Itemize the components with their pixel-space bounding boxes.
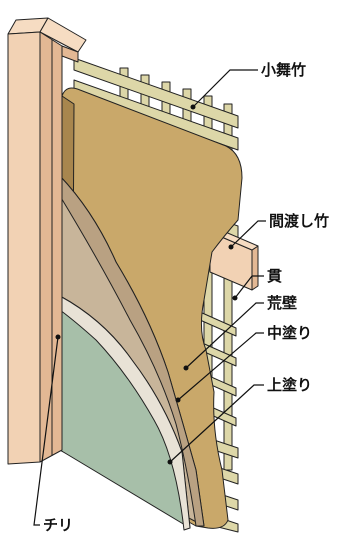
label-nuki: 貫	[267, 267, 283, 285]
label-uwanuri: 上塗り	[267, 376, 313, 394]
label-arakabe: 荒壁	[267, 294, 298, 312]
label-nakanuri: 中塗り	[267, 324, 313, 342]
label-chiri: チリ	[43, 516, 74, 534]
label-mawatashi-take: 間渡し竹	[269, 212, 330, 230]
wooden-post	[7, 17, 87, 465]
leader-dots	[55, 104, 238, 465]
label-komai-take: 小舞竹	[261, 61, 307, 79]
leader-lines	[33, 69, 266, 526]
